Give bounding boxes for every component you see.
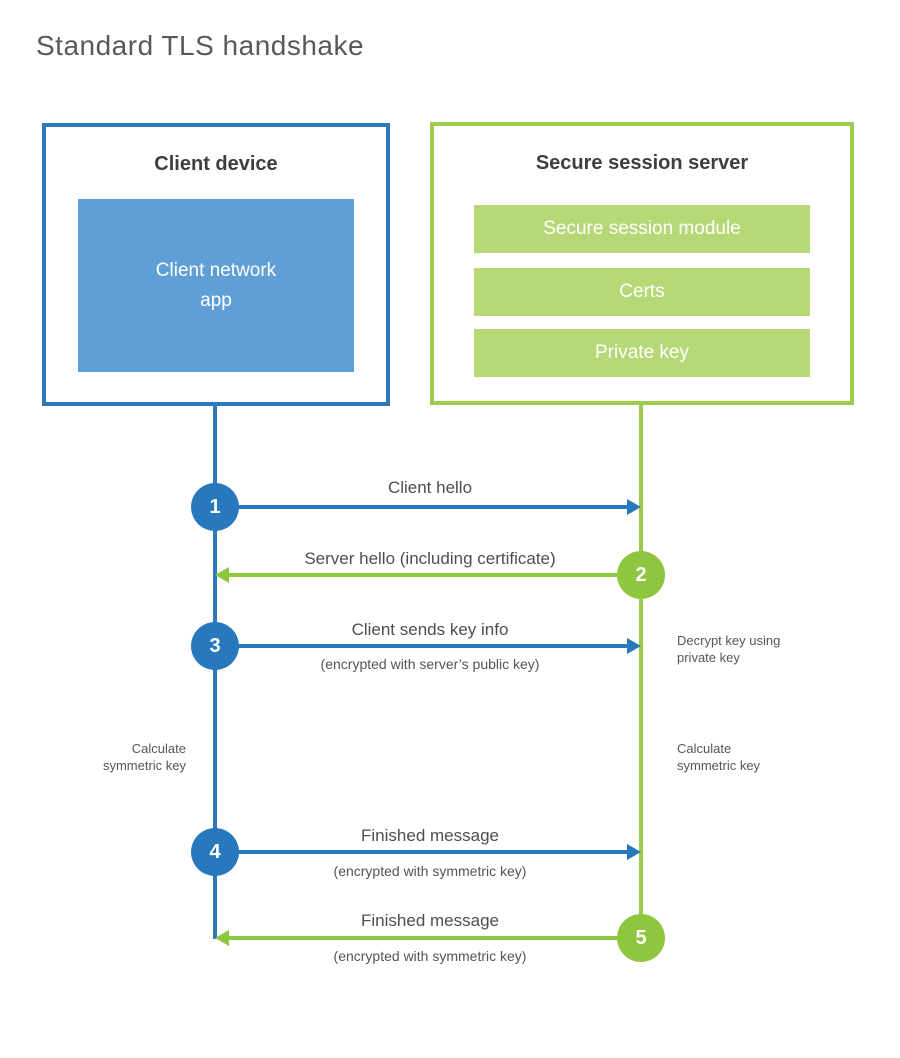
note-line: private key: [677, 650, 740, 665]
step-3-label: Client sends key info: [351, 620, 509, 639]
step-3-arrowhead-right: [627, 638, 641, 654]
note-line: Calculate: [131, 741, 186, 756]
server-module-secure-session-module: Secure session module: [474, 205, 810, 253]
secure-session-server-box: Secure session server Secure session mod…: [430, 122, 854, 405]
step-2-label: Server hello (including certificate): [304, 549, 556, 568]
client-device-title: Client device: [154, 153, 278, 175]
step-4-sublabel: (encrypted with symmetric key): [333, 863, 527, 879]
step-5-marker: 5: [617, 914, 665, 962]
note-line: Calculate: [677, 741, 732, 756]
step-4-arrow-line: [237, 850, 628, 854]
step-5-arrow-line: [229, 936, 621, 940]
step-5-sublabel: (encrypted with symmetric key): [333, 948, 527, 964]
step-1-marker: 1: [191, 483, 239, 531]
step-4-arrowhead-right: [627, 844, 641, 860]
step-4-marker: 4: [191, 828, 239, 876]
step-1-arrow-line: [237, 505, 628, 509]
note-line: Decrypt key using: [677, 633, 781, 648]
step-4-label: Finished message: [361, 826, 499, 845]
client-lifeline: [213, 406, 217, 939]
secure-session-server-title: Secure session server: [535, 152, 749, 174]
step-2-arrowhead-left: [215, 567, 229, 583]
step-3-arrow-line: [237, 644, 628, 648]
note-client-calculate-symmetric-key: Calculate symmetric key: [26, 740, 186, 774]
note-server-decrypt-key: Decrypt key using private key: [677, 632, 837, 666]
note-line: symmetric key: [102, 758, 186, 773]
step-1-arrowhead-right: [627, 499, 641, 515]
server-module-certs: Certs: [474, 268, 810, 316]
step-3-sublabel: (encrypted with server’s public key): [320, 656, 540, 672]
page-title: Standard TLS handshake: [36, 30, 365, 61]
note-server-calculate-symmetric-key: Calculate symmetric key: [677, 740, 837, 774]
step-5-label: Finished message: [361, 911, 499, 930]
server-lifeline: [639, 404, 643, 962]
step-3-marker: 3: [191, 622, 239, 670]
step-2-marker: 2: [617, 551, 665, 599]
note-line: symmetric key: [677, 758, 761, 773]
step-5-arrowhead-left: [215, 930, 229, 946]
step-1-label: Client hello: [387, 478, 473, 497]
step-2-arrow-line: [229, 573, 621, 577]
client-app-label-line2: app: [200, 289, 232, 311]
client-network-app-box: Client network app: [78, 199, 354, 372]
server-module-private-key: Private key: [474, 329, 810, 377]
client-device-box: Client device Client network app: [42, 123, 390, 406]
client-app-label-line1: Client network: [155, 260, 277, 282]
